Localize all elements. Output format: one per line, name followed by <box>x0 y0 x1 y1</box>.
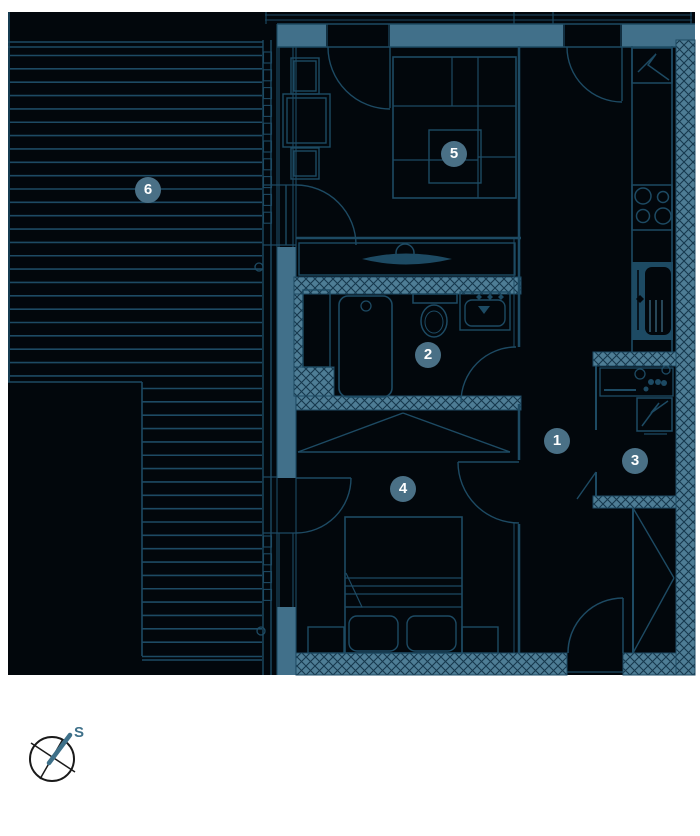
hall-wardrobe <box>632 507 675 654</box>
room-marker-1[interactable]: 1 <box>544 428 570 454</box>
wardrobe-rail <box>297 412 511 453</box>
top-wall <box>265 12 695 48</box>
left-wall-band <box>276 24 297 675</box>
compass-label: S <box>74 724 84 741</box>
room-marker-2[interactable]: 2 <box>415 342 441 368</box>
room-marker-6[interactable]: 6 <box>135 177 161 203</box>
compass: S <box>29 724 84 782</box>
interior-wall <box>513 238 521 653</box>
washing-machine-icon <box>636 397 673 435</box>
compass-needle-icon <box>46 732 73 766</box>
bathroom-door <box>460 346 517 403</box>
toilet-icon <box>412 293 458 338</box>
terrace-deck <box>8 12 266 661</box>
nightstand <box>461 626 499 654</box>
bedroom-terrace-door <box>295 477 352 534</box>
tv-unit <box>282 57 331 180</box>
shelf <box>599 365 674 397</box>
kitchen-balcony-door <box>566 46 623 103</box>
duct-shaft <box>302 289 331 368</box>
bedroom <box>295 412 520 654</box>
room-marker-3[interactable]: 3 <box>622 448 648 474</box>
pillow <box>406 615 457 652</box>
sideboard <box>298 242 516 276</box>
bathroom <box>293 276 522 411</box>
bottom-exterior-wall <box>622 652 677 676</box>
bottom-exterior-wall <box>295 652 568 676</box>
kitchen <box>566 46 673 352</box>
washbasin-icon <box>459 291 511 331</box>
bathtub-icon <box>338 295 393 398</box>
bed <box>344 516 463 654</box>
entrance-door <box>567 597 624 673</box>
stove-icon <box>631 184 673 231</box>
plan-footprint <box>8 12 695 675</box>
kitchen-sink-icon <box>632 262 673 340</box>
pillow <box>348 615 399 652</box>
balcony-door <box>327 46 391 110</box>
terrace-door <box>285 184 357 246</box>
living-room <box>282 46 521 276</box>
fridge-icon <box>631 47 673 84</box>
room-marker-5[interactable]: 5 <box>441 141 467 167</box>
utility-room <box>576 351 677 509</box>
door-handle-icon <box>256 626 266 636</box>
coffee-table <box>428 129 482 184</box>
bedroom-door <box>457 461 520 524</box>
room-marker-4[interactable]: 4 <box>390 476 416 502</box>
right-exterior-wall <box>675 39 696 676</box>
nightstand <box>307 626 345 654</box>
entrance <box>567 507 675 673</box>
